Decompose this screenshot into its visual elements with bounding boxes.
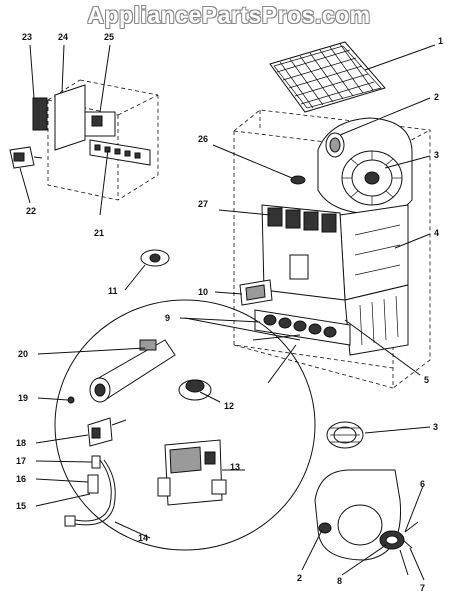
callout-4: 4 (434, 228, 439, 238)
burner-detail (89, 339, 176, 403)
air-filter (269, 41, 386, 113)
ignitor-block (239, 279, 273, 306)
gas-tubing (64, 459, 116, 527)
limit-switch-12 (178, 379, 212, 401)
callout-16: 16 (16, 474, 26, 484)
callout-21: 21 (94, 228, 104, 238)
control-box (32, 79, 159, 201)
limit-switch-26 (290, 175, 306, 185)
leader-lines (19, 44, 436, 581)
callout-18: 18 (16, 438, 26, 448)
callout-12: 12 (224, 401, 234, 411)
callout-labels: 1 2 3 4 5 9 10 11 12 13 14 15 16 17 18 1… (16, 32, 443, 593)
callout-3-lower: 3 (433, 422, 438, 432)
watermark: AppliancePartsPros.com (87, 2, 371, 28)
blower-motor (379, 521, 419, 576)
fitting-17 (91, 455, 101, 469)
blower-wheel-top (341, 150, 403, 206)
callout-17: 17 (16, 456, 26, 466)
callout-27: 27 (198, 199, 208, 209)
callout-9: 9 (165, 313, 170, 323)
callout-2-lower: 2 (297, 573, 302, 583)
callout-24: 24 (58, 32, 68, 42)
detail-circle (54, 299, 316, 551)
ignitor-detail (87, 417, 127, 447)
callout-20: 20 (18, 349, 28, 359)
callout-25: 25 (104, 32, 114, 42)
callout-1: 1 (438, 36, 443, 46)
flame-sensor-11 (140, 249, 170, 267)
callout-7: 7 (420, 583, 425, 593)
callout-14: 14 (138, 533, 148, 543)
heat-exchanger (339, 204, 409, 356)
callout-3: 3 (434, 150, 439, 160)
callout-23: 23 (22, 32, 32, 42)
door-switch (9, 146, 43, 169)
callout-5: 5 (424, 375, 429, 385)
callout-26: 26 (198, 134, 208, 144)
burner-box (261, 204, 346, 301)
burners (254, 309, 351, 346)
orifice (67, 396, 75, 404)
callout-19: 19 (18, 393, 28, 403)
callout-22: 22 (26, 206, 36, 216)
blower-housing-lower (314, 469, 402, 561)
callout-15: 15 (16, 501, 26, 511)
callout-6: 6 (420, 479, 425, 489)
gas-valve (157, 439, 227, 506)
callout-10: 10 (198, 287, 208, 297)
callout-11: 11 (108, 286, 118, 296)
callout-13: 13 (230, 462, 240, 472)
callout-8: 8 (337, 576, 342, 586)
blower-wheel-lower (326, 421, 364, 449)
callout-2: 2 (434, 92, 439, 102)
